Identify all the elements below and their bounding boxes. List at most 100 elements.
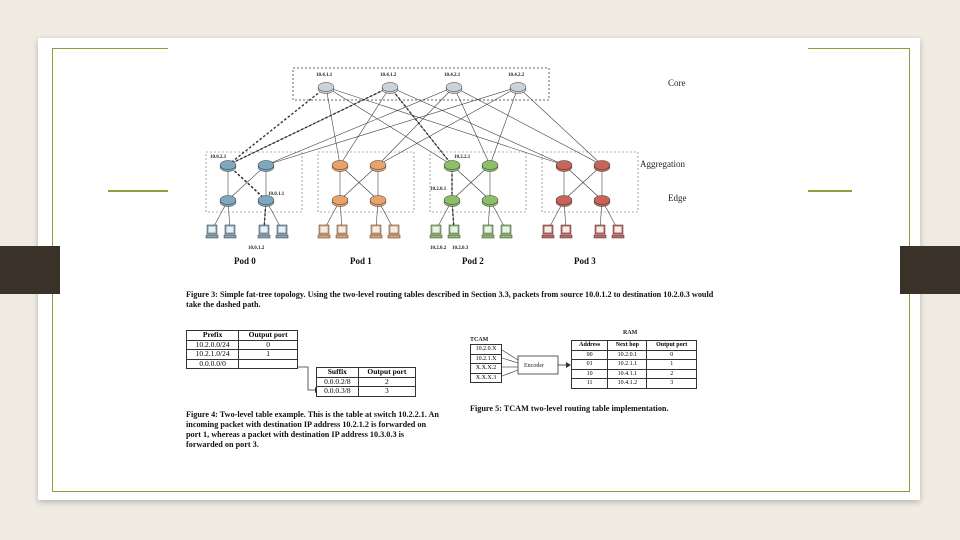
core-addr-3: 10.4.2.1 [444,73,461,78]
host-icon [257,224,271,239]
tcam-row: 10.2.1.X [470,353,502,364]
core-switch-icon [381,82,399,94]
ram-header: Next hop [607,340,648,351]
core-group-box [292,67,550,101]
ram-header: Address [570,340,609,351]
edge-switch-icon [481,195,499,207]
core-label: Core [668,78,686,88]
ram-cell: 01 [570,359,609,370]
ram-cell: 3 [646,378,697,389]
port-cell [238,358,298,369]
ram-cell: 10.2.0.1 [607,349,648,360]
core-agg-link [377,86,455,166]
host-icon [481,224,495,239]
ram-cell: 10.4.1.2 [607,378,648,389]
prefix-header: Prefix [185,330,240,341]
host-icon [499,224,513,239]
core-agg-link [377,86,519,166]
aggregation-switch-icon [331,160,349,172]
dashed-path [227,86,391,166]
ram-cell: 2 [646,368,697,379]
core-agg-link [453,86,491,166]
ram-cell: 10.2.1.1 [607,359,648,370]
host-icon [205,224,219,239]
core-agg-link [325,86,341,166]
prefix-cell: 0.0.0.0/0 [185,358,240,369]
tcam-row: X.X.X.2 [470,363,502,374]
ram-title: RAM [623,330,638,336]
host-icon [447,224,461,239]
ram-cell: 10 [570,368,609,379]
core-agg-link [325,86,453,166]
edge-switch-icon [443,195,461,207]
tcam-title: TCAM [470,337,489,343]
ram-cell: 00 [570,349,609,360]
ram-cell: 1 [646,359,697,370]
pod-3-box [541,151,639,213]
ram-cell: 0 [646,349,697,360]
aggregation-switch-icon [219,160,237,172]
edge-label: Edge [668,193,687,203]
agg-edge-link [227,164,267,201]
pod2-host-addr-2: 10.2.0.3 [452,246,469,251]
aggregation-switch-icon [443,160,461,172]
edge-switch-icon [257,195,275,207]
core-addr-4: 10.4.2.2 [508,73,525,78]
edge-switch-icon [593,195,611,207]
host-icon [559,224,573,239]
figure3-caption: Figure 3: Simple fat-tree topology. Usin… [186,290,714,309]
edge-switch-icon [555,195,573,207]
edge-switch-icon [369,195,387,207]
tcam-table: 10.2.0.X 10.2.1.X X.X.X.2 X.X.X.3 [470,344,502,383]
pod0-edge-addr: 10.0.1.1 [268,192,285,197]
core-addr-1: 10.4.1.1 [316,73,333,78]
pod-2-label: Pod 2 [462,256,484,266]
host-icon [541,224,555,239]
suffix-port-header: Output port [357,367,417,378]
ram-header: Output port [646,340,697,351]
paper-figure-image: Core Aggregation Edge 10.4.1.1 10.4.1.2 … [168,40,808,480]
aggregation-switch-icon [369,160,387,172]
core-agg-link [489,86,519,166]
left-tab [0,246,60,294]
prefix-port-header: Output port [238,330,298,341]
core-switch-icon [317,82,335,94]
pod-2-box [429,151,527,213]
host-icon [387,224,401,239]
core-agg-link [453,86,603,166]
core-agg-link [265,86,519,166]
aggregation-switch-icon [257,160,275,172]
pod-1-label: Pod 1 [350,256,372,266]
suffix-header: Suffix [316,367,359,378]
dashed-path [389,86,453,166]
agg-edge-link [563,164,603,201]
host-icon [611,224,625,239]
core-switch-icon [445,82,463,94]
right-accent-line [800,190,852,192]
host-icon [317,224,331,239]
aggregation-switch-icon [593,160,611,172]
ram-cell: 11 [570,378,609,389]
encoder-label: Encoder [524,363,544,369]
core-agg-link [265,86,455,166]
figure4-caption: Figure 4: Two-level table example. This … [186,410,439,449]
pod2-edge-addr: 10.2.0.1 [430,187,447,192]
left-accent-line [108,190,178,192]
core-agg-link [339,86,391,166]
port-cell: 3 [357,386,417,397]
host-icon [429,224,443,239]
tcam-row: X.X.X.3 [470,372,502,383]
pod-1-box [317,151,415,213]
prefix-cell: 10.2.1.0/24 [185,349,240,360]
host-icon [369,224,383,239]
core-agg-link [227,86,327,166]
agg-edge-link [451,164,491,201]
pod2-agg-addr: 10.2.2.1 [454,155,471,160]
edge-switch-icon [331,195,349,207]
pod0-agg-addr: 10.0.2.1 [210,155,227,160]
agg-edge-link [339,164,379,201]
core-addr-2: 10.4.1.2 [380,73,397,78]
pod-3-label: Pod 3 [574,256,596,266]
